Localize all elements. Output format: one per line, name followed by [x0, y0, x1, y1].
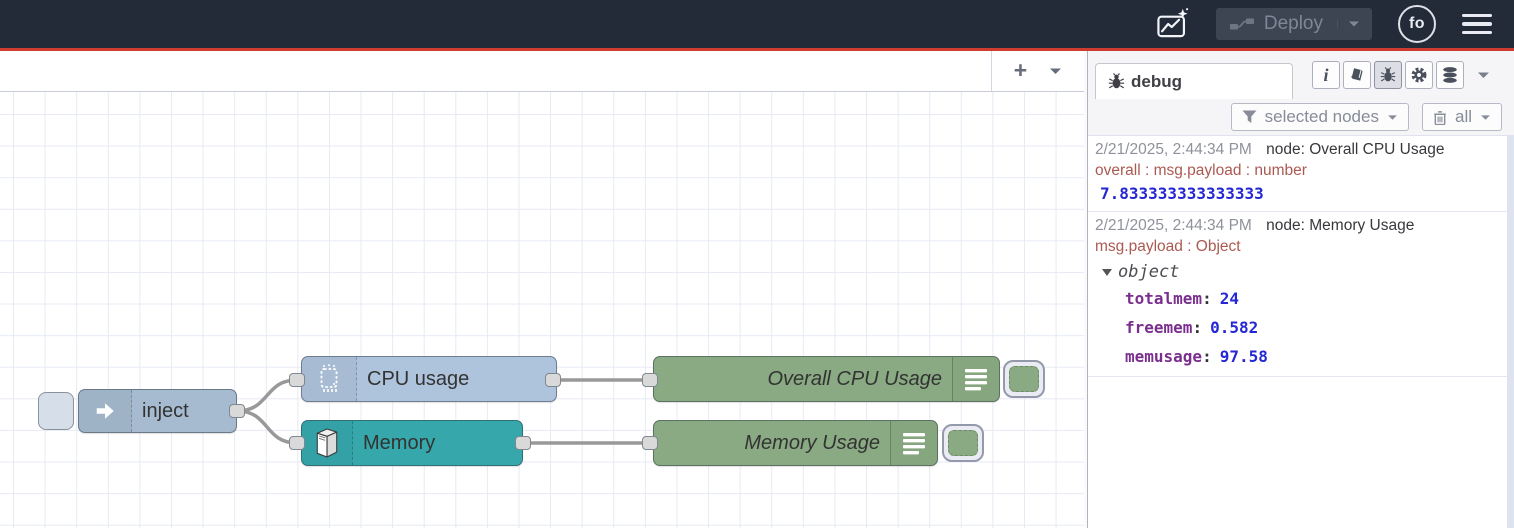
message-timestamp: 2/21/2025, 2:44:34 PM [1095, 217, 1252, 234]
message-timestamp: 2/21/2025, 2:44:34 PM [1095, 141, 1252, 158]
book-icon [1351, 68, 1363, 81]
tab-debug[interactable]: debug [1095, 63, 1293, 99]
inject-output-port[interactable] [229, 404, 245, 418]
memory-input-port[interactable] [289, 436, 305, 450]
deploy-button[interactable]: Deploy [1215, 8, 1372, 40]
trash-icon [1434, 110, 1446, 125]
tab-label: debug [1131, 71, 1182, 91]
wire[interactable] [235, 409, 299, 445]
chevron-down-icon [1481, 114, 1490, 120]
bug-icon [1380, 67, 1396, 82]
field-key: memusage [1125, 347, 1203, 366]
debug-memory-input-port[interactable] [642, 436, 658, 450]
node-label: Memory Usage [744, 431, 880, 454]
memory-output-port[interactable] [515, 436, 531, 450]
database-icon [1443, 67, 1457, 83]
field-key: freemem [1125, 318, 1193, 337]
inject-trigger-button[interactable] [38, 392, 74, 430]
header-bar: Deploy fo [0, 0, 1514, 48]
object-field: totalmem:24 [1095, 284, 1493, 313]
field-colon: : [1192, 318, 1203, 337]
node-memory[interactable]: Memory [301, 420, 523, 466]
node-debug-overall-cpu[interactable]: Overall CPU Usage [653, 356, 1000, 402]
add-flow-button[interactable]: + [1013, 56, 1028, 83]
debug-memory-toggle-button[interactable] [942, 424, 984, 462]
cpu-output-port[interactable] [545, 373, 561, 387]
field-value: 0.582 [1210, 318, 1259, 337]
bug-icon [1108, 73, 1125, 89]
field-key: totalmem [1125, 289, 1203, 308]
filter-icon [1242, 110, 1257, 123]
node-debug-memory-usage[interactable]: Memory Usage [653, 420, 938, 466]
field-value: 97.58 [1219, 347, 1268, 366]
node-label: CPU usage [367, 367, 470, 390]
debug-output-icon [890, 421, 937, 465]
wires-layer [235, 378, 652, 445]
message-source-node: node: Memory Usage [1266, 217, 1415, 234]
message-value: 7.833333333333333 [1100, 184, 1264, 203]
hamburger-menu-icon[interactable] [1462, 13, 1492, 35]
deploy-options-caret[interactable] [1337, 20, 1360, 28]
info-tab-button[interactable]: i [1312, 61, 1340, 89]
node-label: inject [142, 399, 189, 422]
scrollbar-track [1507, 136, 1514, 528]
debug-message-list: 2/21/2025, 2:44:34 PM node: Overall CPU … [1088, 136, 1514, 528]
flow-canvas[interactable]: + inject CPU usage [0, 51, 1084, 528]
object-label: object [1118, 262, 1180, 282]
debug-filter-row: selected nodes all [1088, 99, 1514, 136]
wire[interactable] [235, 378, 299, 413]
message-source-node: node: Overall CPU Usage [1266, 141, 1445, 158]
export-flow-icon[interactable] [1156, 7, 1190, 41]
deploy-icon [1229, 17, 1254, 31]
chevron-down-icon [1349, 21, 1359, 27]
flow-tab-bar: + [0, 51, 1084, 92]
user-avatar[interactable]: fo [1398, 5, 1436, 43]
debug-overall-toggle-button[interactable] [1003, 360, 1045, 398]
node-cpu-usage[interactable]: CPU usage [301, 356, 557, 402]
sidebar-header: debug i [1088, 51, 1514, 99]
gear-icon [1411, 67, 1427, 83]
inject-arrow-icon [79, 390, 132, 432]
context-tab-button[interactable] [1436, 61, 1464, 89]
filter-nodes-button[interactable]: selected nodes [1230, 103, 1409, 131]
field-colon: : [1202, 289, 1212, 308]
field-colon: : [1202, 347, 1212, 366]
help-tab-button[interactable] [1343, 61, 1371, 89]
filter-button-label: selected nodes [1264, 107, 1379, 126]
debug-message: 2/21/2025, 2:44:34 PM node: Memory Usage… [1088, 212, 1507, 377]
debug-tab-button[interactable] [1374, 61, 1402, 89]
avatar-initials: fo [1408, 15, 1426, 32]
config-tab-button[interactable] [1405, 61, 1433, 89]
chevron-down-icon [1478, 72, 1489, 78]
cpu-chip-icon [302, 357, 357, 401]
header-accent-line [0, 48, 1514, 51]
debug-output-icon [952, 357, 999, 401]
object-field: memusage:97.58 [1095, 342, 1493, 371]
message-path: msg.payload : Object [1095, 238, 1241, 255]
sidebar-options-caret[interactable] [1477, 71, 1490, 79]
node-label: Overall CPU Usage [767, 367, 942, 390]
field-value: 24 [1219, 289, 1239, 308]
message-path: overall : msg.payload : number [1095, 162, 1307, 179]
deploy-label: Deploy [1263, 13, 1323, 34]
memory-server-icon [302, 421, 353, 465]
cpu-input-port[interactable] [289, 373, 305, 387]
node-inject[interactable]: inject [78, 389, 237, 433]
debug-message: 2/21/2025, 2:44:34 PM node: Overall CPU … [1088, 136, 1507, 212]
object-field: freemem:0.582 [1095, 313, 1493, 342]
flow-list-chevron-icon[interactable] [1049, 67, 1062, 75]
chevron-down-icon [1388, 114, 1397, 120]
sidebar-splitter[interactable] [1084, 51, 1088, 528]
info-icon: i [1323, 65, 1329, 85]
clear-button-label: all [1454, 107, 1472, 126]
node-label: Memory [363, 431, 436, 454]
collapse-caret-icon[interactable] [1102, 268, 1112, 276]
debug-overall-input-port[interactable] [642, 373, 658, 387]
clear-messages-button[interactable]: all [1421, 103, 1502, 131]
debug-sidebar: debug i [1088, 51, 1514, 528]
